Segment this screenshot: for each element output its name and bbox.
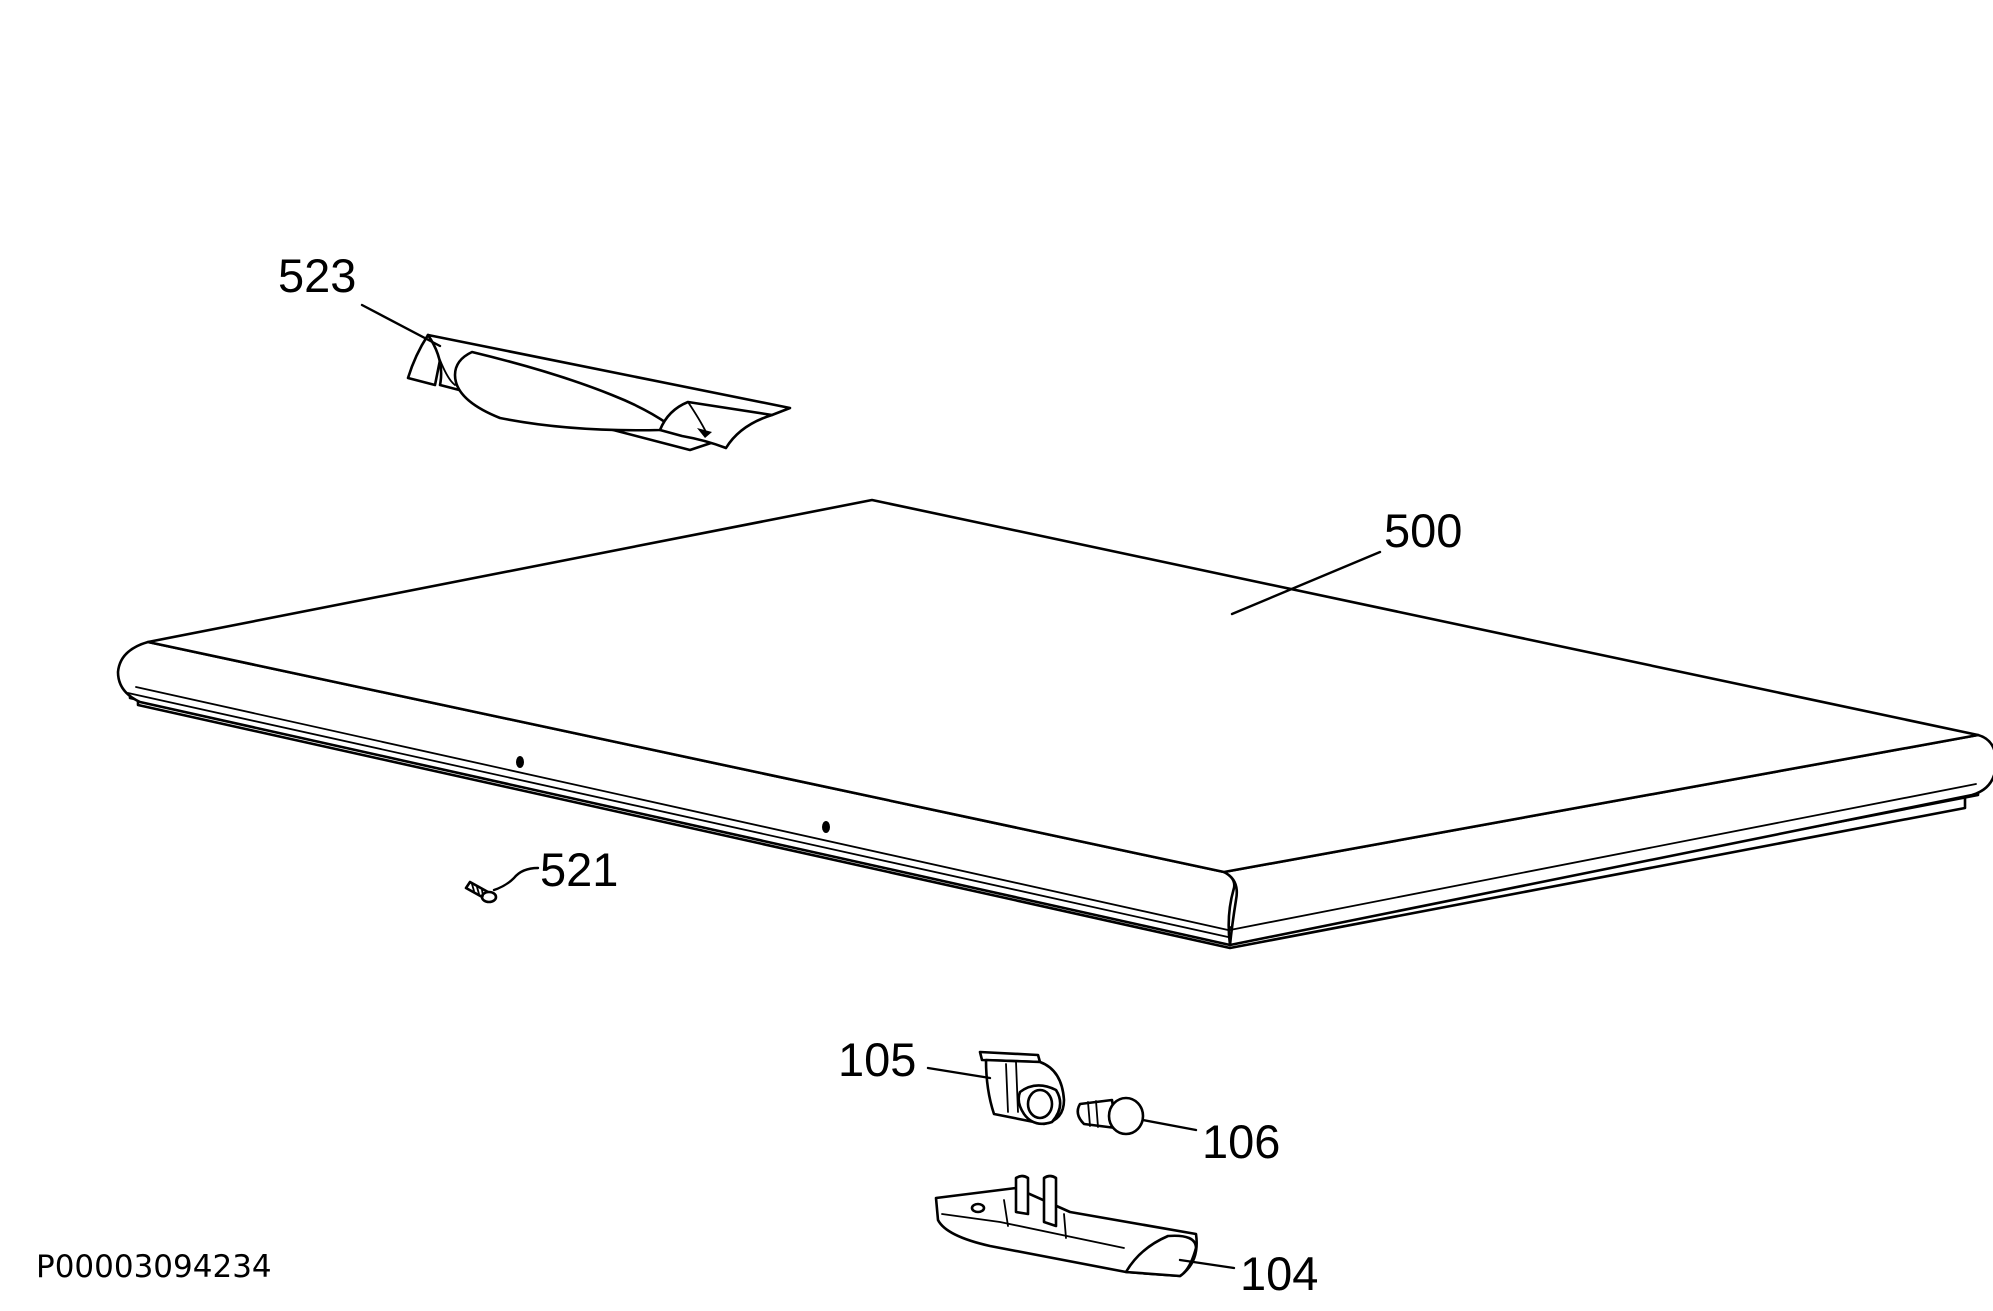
callout-106: 106 [1202, 1115, 1280, 1168]
hinge-cover-part-104 [934, 1174, 1198, 1278]
callout-104: 104 [1240, 1247, 1318, 1300]
callout-523: 523 [278, 249, 356, 302]
leader-500 [1230, 550, 1382, 616]
leader-105 [926, 1066, 992, 1080]
hinge-pin-part-106 [1076, 1096, 1145, 1136]
document-reference: P00003094234 [36, 1249, 272, 1285]
lid-part-500 [116, 498, 1993, 950]
hinge-bracket-part-105 [978, 1050, 1066, 1126]
leader-521 [492, 866, 540, 892]
handle-part-523 [406, 333, 792, 452]
leader-523 [360, 303, 442, 348]
leader-104 [1178, 1258, 1236, 1270]
leader-106 [1141, 1118, 1198, 1132]
callout-105: 105 [838, 1033, 916, 1086]
screw-part-521 [464, 880, 498, 904]
callout-521: 521 [540, 843, 618, 896]
callout-500: 500 [1384, 504, 1462, 557]
